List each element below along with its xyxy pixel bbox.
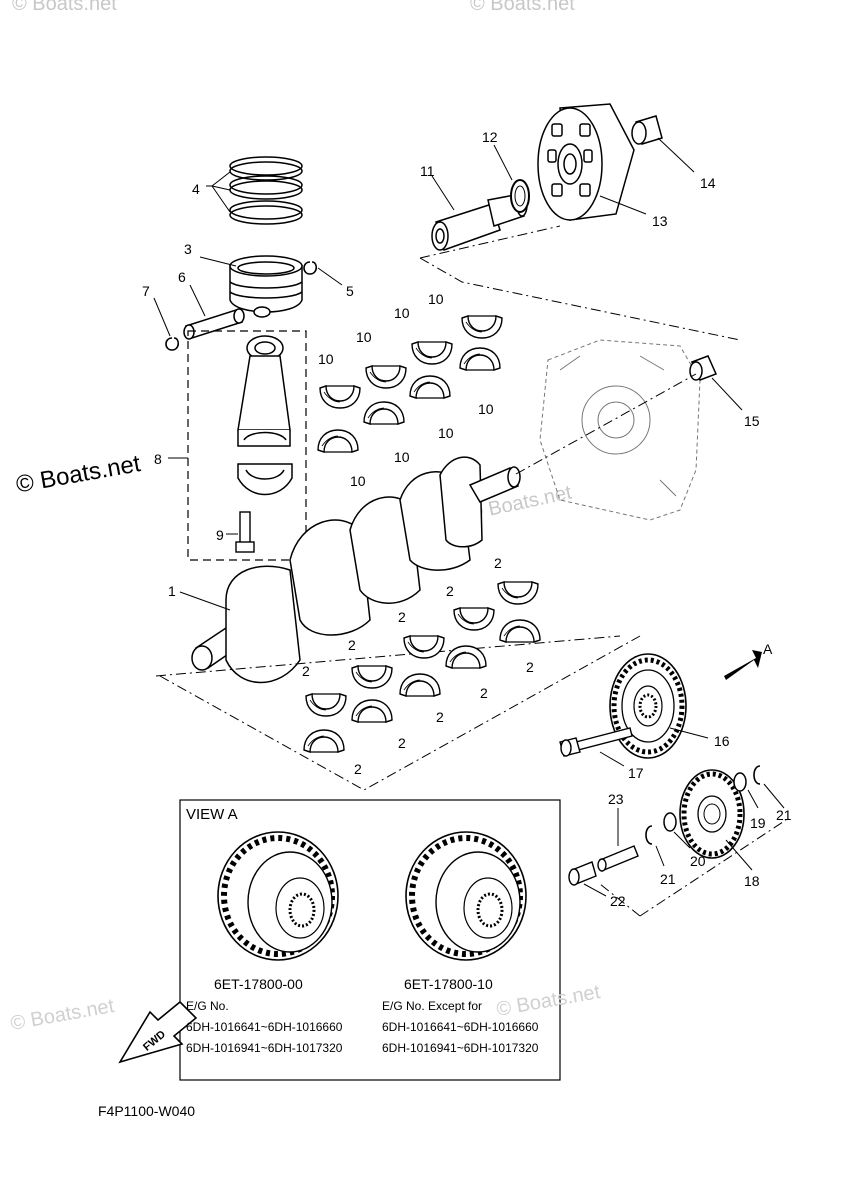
callout-7: 7 <box>142 283 150 299</box>
callout-14: 14 <box>700 175 716 191</box>
callout-9: 9 <box>216 527 224 543</box>
callout-10: 10 <box>350 473 366 489</box>
callout-2: 2 <box>526 659 534 675</box>
eg-info-left: E/G No. 6DH-1016641~6DH-1016660 6DH-1016… <box>186 996 342 1059</box>
callout-8: 8 <box>154 451 162 467</box>
eg-range-left-1: 6DH-1016641~6DH-1016660 <box>186 1020 343 1034</box>
piston <box>229 255 303 318</box>
svg-text:© Boats.net: © Boats.net <box>12 0 117 15</box>
callout-10: 10 <box>394 305 410 321</box>
callout-10: 10 <box>318 351 334 367</box>
conrod-bearings <box>317 315 503 453</box>
callout-1: 1 <box>168 583 176 599</box>
drive-gear <box>609 653 687 759</box>
callout-10: 10 <box>478 401 494 417</box>
callout-3: 3 <box>184 241 192 257</box>
callout-4: 4 <box>192 181 200 197</box>
gear-case-housing <box>539 339 701 521</box>
callout-2: 2 <box>436 709 444 725</box>
o-ring <box>510 179 530 213</box>
callout-19: 19 <box>750 815 766 831</box>
cap <box>631 115 663 145</box>
callout-2: 2 <box>348 637 356 653</box>
circlip <box>645 825 653 845</box>
collar <box>568 861 597 886</box>
piston-pin <box>183 308 245 340</box>
callout-15: 15 <box>744 413 760 429</box>
callout-18: 18 <box>744 873 760 889</box>
eg-label-left: E/G No. <box>186 999 229 1013</box>
callout-6: 6 <box>178 269 186 285</box>
callout-10: 10 <box>428 291 444 307</box>
connecting-rod <box>237 335 293 496</box>
callout-2: 2 <box>480 685 488 701</box>
gear-bolt <box>559 727 633 757</box>
callout-17: 17 <box>628 765 644 781</box>
washer <box>733 772 747 792</box>
callout-2: 2 <box>446 583 454 599</box>
callout-21: 21 <box>660 871 676 887</box>
rod-bolt <box>235 511 255 553</box>
piston-rings <box>229 156 303 225</box>
circlip <box>165 261 318 351</box>
part-number-right: 6ET-17800-10 <box>404 976 493 992</box>
callout-22: 22 <box>610 893 626 909</box>
crankshaft <box>191 456 521 684</box>
callout-2: 2 <box>398 735 406 751</box>
callout-2: 2 <box>354 761 362 777</box>
callout-2: 2 <box>302 663 310 679</box>
eg-range-right-2: 6DH-1016941~6DH-1017320 <box>382 1041 539 1055</box>
callout-10: 10 <box>438 425 454 441</box>
callout-11: 11 <box>420 163 435 179</box>
callout-10: 10 <box>356 329 372 345</box>
part-number-left: 6ET-17800-00 <box>214 976 303 992</box>
callout-16: 16 <box>714 733 730 749</box>
view-arrow <box>724 650 762 680</box>
callout-20: 20 <box>690 853 706 869</box>
eg-info-right: E/G No. Except for 6DH-1016641~6DH-10166… <box>382 996 538 1059</box>
view-a-gear-right <box>405 831 527 961</box>
washer <box>663 812 677 832</box>
eg-range-left-2: 6DH-1016941~6DH-1017320 <box>186 1041 343 1055</box>
view-a-title: VIEW A <box>186 806 238 823</box>
con-rod-group <box>187 330 307 561</box>
callout-5: 5 <box>346 283 354 299</box>
callout-21: 21 <box>776 807 792 823</box>
fwd-arrow-icon <box>118 1000 198 1064</box>
coupling-flange <box>537 103 635 221</box>
callout-2: 2 <box>398 609 406 625</box>
circlip <box>753 765 761 785</box>
view-a-pointer-label: A <box>763 641 773 657</box>
eg-range-right-1: 6DH-1016641~6DH-1016660 <box>382 1020 539 1034</box>
view-a-gear-left <box>217 831 339 961</box>
callout-labels: 1 2 2 2 2 2 2 2 2 2 2 3 4 5 6 7 8 9 10 1… <box>142 129 792 909</box>
eg-label-right: E/G No. Except for <box>382 999 483 1013</box>
callout-13: 13 <box>652 213 668 229</box>
idler-shaft <box>597 845 639 872</box>
callout-23: 23 <box>608 791 624 807</box>
oil-seal <box>689 355 718 381</box>
callout-2: 2 <box>494 555 502 571</box>
diagram-code: F4P1100-W040 <box>98 1103 196 1119</box>
callout-12: 12 <box>482 129 498 145</box>
callout-10: 10 <box>394 449 410 465</box>
svg-text:© Boats.net: © Boats.net <box>470 0 575 15</box>
idler-gear <box>679 769 745 859</box>
